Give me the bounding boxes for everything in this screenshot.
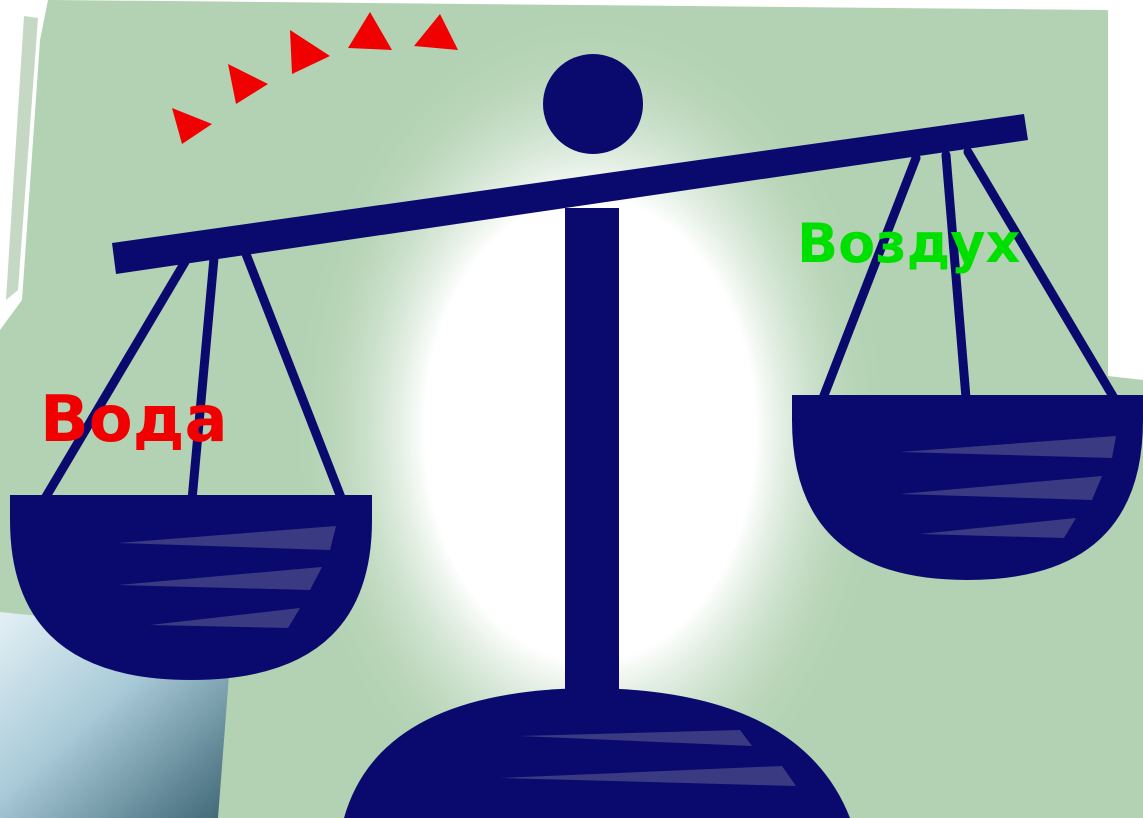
left-pan-label: Вода — [40, 388, 228, 452]
scale-top-knob — [543, 54, 643, 154]
right-pan-label: Воздух — [797, 217, 1020, 271]
scale-pillar — [565, 208, 619, 708]
frame-right-notch — [1108, 10, 1143, 380]
